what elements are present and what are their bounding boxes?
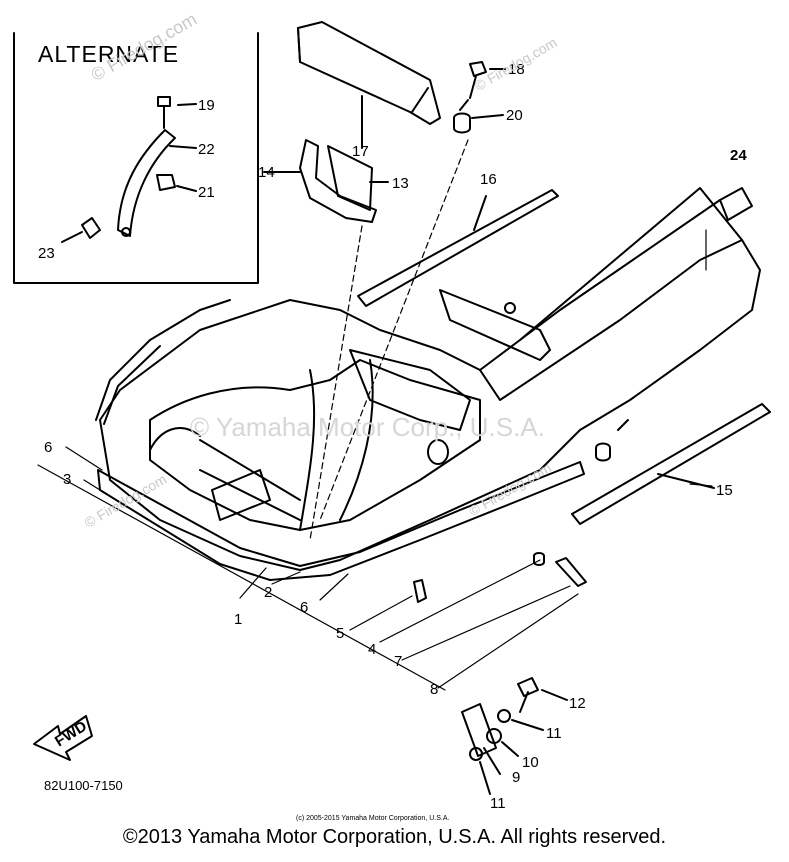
callout-8: 8 — [430, 681, 438, 698]
hardware-cluster — [461, 677, 568, 795]
callout-11: 11 — [546, 725, 562, 742]
callout-1: 1 — [234, 611, 242, 628]
small-copyright: (c) 2005-2015 Yamaha Motor Corporation, … — [296, 815, 449, 822]
callout-14: 14 — [258, 164, 275, 181]
fastener-5 — [413, 579, 427, 603]
callout-23: 23 — [38, 245, 55, 262]
callout-19: 19 — [198, 97, 215, 114]
callout-11b: 11 — [490, 795, 506, 812]
rivet-8 — [555, 557, 587, 587]
callout-15: 15 — [716, 482, 733, 499]
callout-21: 21 — [198, 184, 215, 201]
main-frame — [99, 187, 761, 571]
callout-16: 16 — [480, 171, 497, 188]
screw-24-bracket — [719, 187, 753, 221]
watermark-site-4: © Firedog.com — [82, 471, 170, 531]
trim-rail-16 — [357, 189, 559, 307]
callout-24: 24 — [730, 147, 747, 164]
alternate-title: ALTERNATE — [38, 41, 179, 67]
leader-lines — [37, 139, 713, 691]
callout-6b: 6 — [300, 599, 308, 616]
callout-9: 9 — [512, 769, 520, 786]
copyright-footer: ©2013 Yamaha Motor Corporation, U.S.A. A… — [122, 826, 667, 848]
rivet-7 — [533, 552, 545, 566]
washer-20 — [453, 112, 471, 134]
callout-18: 18 — [508, 61, 525, 78]
callout-10: 10 — [522, 754, 539, 771]
seat-back-pad-17 — [297, 21, 441, 149]
nut-21 — [156, 174, 176, 191]
callout-13: 13 — [392, 175, 409, 192]
alternate-inset: ALTERNATE — [13, 32, 259, 284]
bolt-12 — [517, 677, 539, 713]
fwd-label: FWD — [52, 718, 90, 751]
watermark-site-2: © Firedog.com — [472, 34, 560, 94]
strap-bracket-alt — [117, 129, 176, 237]
grab-handle-14 — [299, 139, 377, 223]
callout-22: 22 — [198, 141, 215, 158]
callout-17: 17 — [352, 143, 369, 160]
part-code: 82U100-7150 — [44, 778, 123, 793]
callout-20: 20 — [506, 107, 523, 124]
fwd-arrow-icon: FWD — [33, 715, 93, 761]
plate-23 — [81, 217, 101, 239]
side-trim-15 — [571, 403, 771, 525]
watermark-center: © Yamaha Motor Corp., U.S.A. — [190, 412, 545, 442]
callout-2: 2 — [264, 584, 272, 601]
callout-5: 5 — [336, 625, 344, 642]
callout-3: 3 — [63, 471, 71, 488]
callout-4: 4 — [368, 641, 376, 658]
callout-7: 7 — [394, 653, 402, 670]
side-trim-3 — [95, 299, 585, 581]
bolt-18 — [469, 61, 487, 99]
callout-6: 6 — [44, 439, 52, 456]
callout-12: 12 — [569, 695, 586, 712]
watermark-site-3: © Firedog.com — [466, 459, 554, 519]
bolt-19 — [157, 96, 171, 129]
plate-9 — [461, 703, 497, 757]
